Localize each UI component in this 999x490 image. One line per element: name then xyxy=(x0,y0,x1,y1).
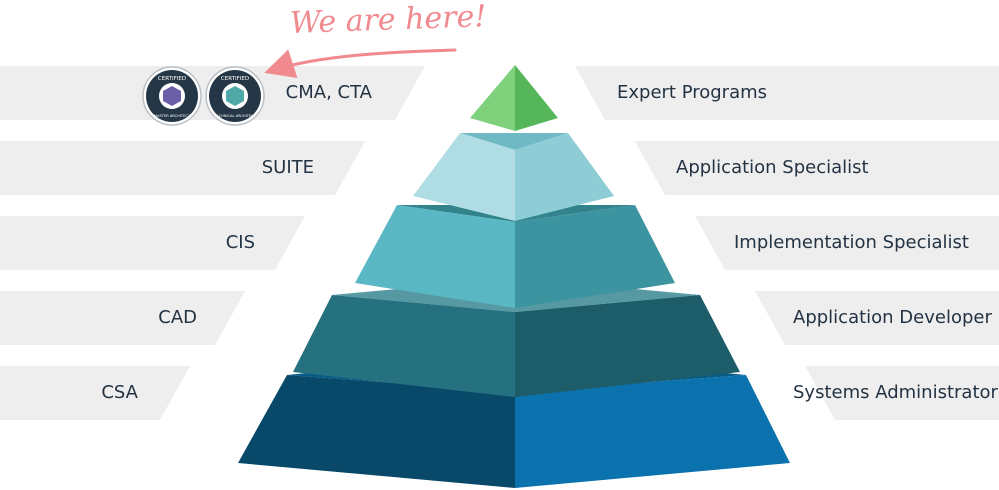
left-label-3: CAD xyxy=(158,307,197,328)
tier-1-left-face xyxy=(413,133,515,221)
right-label-4: Systems Administrator xyxy=(793,382,998,403)
master-architect-badge-bottom-text: MASTER ARCHITECT xyxy=(154,114,191,118)
right-band-2 xyxy=(695,216,999,270)
right-band-0 xyxy=(575,66,999,120)
right-label-3: Application Developer xyxy=(793,307,992,328)
technical-architect-badge-top-text: CERTIFIED xyxy=(221,76,249,82)
master-architect-badge-icon: CERTIFIED MASTER ARCHITECT xyxy=(142,66,202,126)
left-band-4 xyxy=(0,366,190,420)
left-band-1 xyxy=(0,141,365,195)
left-label-2: CIS xyxy=(225,232,255,253)
tier-0-right-face xyxy=(515,65,558,131)
right-band-1 xyxy=(635,141,999,195)
left-label-0: CMA, CTA xyxy=(285,82,372,103)
tier-4-left-face xyxy=(238,375,515,488)
tier-3-right-face xyxy=(515,295,740,397)
we-are-here-annotation: We are here! xyxy=(289,0,487,41)
right-band-4 xyxy=(805,366,999,420)
master-architect-badge-top-text: CERTIFIED xyxy=(158,76,186,82)
left-label-4: CSA xyxy=(101,382,138,403)
left-label-1: SUITE xyxy=(261,157,314,178)
tier-0-left-face xyxy=(470,65,515,131)
right-band-3 xyxy=(755,291,999,345)
tier-1-top xyxy=(460,133,568,150)
tier-4-right-face xyxy=(515,375,790,488)
technical-architect-badge-bottom-text: TECHNICAL ARCHITECT xyxy=(213,114,257,118)
right-label-2: Implementation Specialist xyxy=(734,232,969,253)
left-band-2 xyxy=(0,216,305,270)
tier-3-left-face xyxy=(293,295,515,397)
tier-1-right-face xyxy=(515,133,614,221)
right-label-0: Expert Programs xyxy=(617,82,768,103)
right-label-1: Application Specialist xyxy=(676,157,869,178)
tier-2-right-face xyxy=(515,205,675,308)
tier-2-left-face xyxy=(355,205,515,308)
technical-architect-badge-icon: CERTIFIED TECHNICAL ARCHITECT xyxy=(205,66,265,126)
annotation-arrow xyxy=(264,48,457,78)
left-band-3 xyxy=(0,291,245,345)
